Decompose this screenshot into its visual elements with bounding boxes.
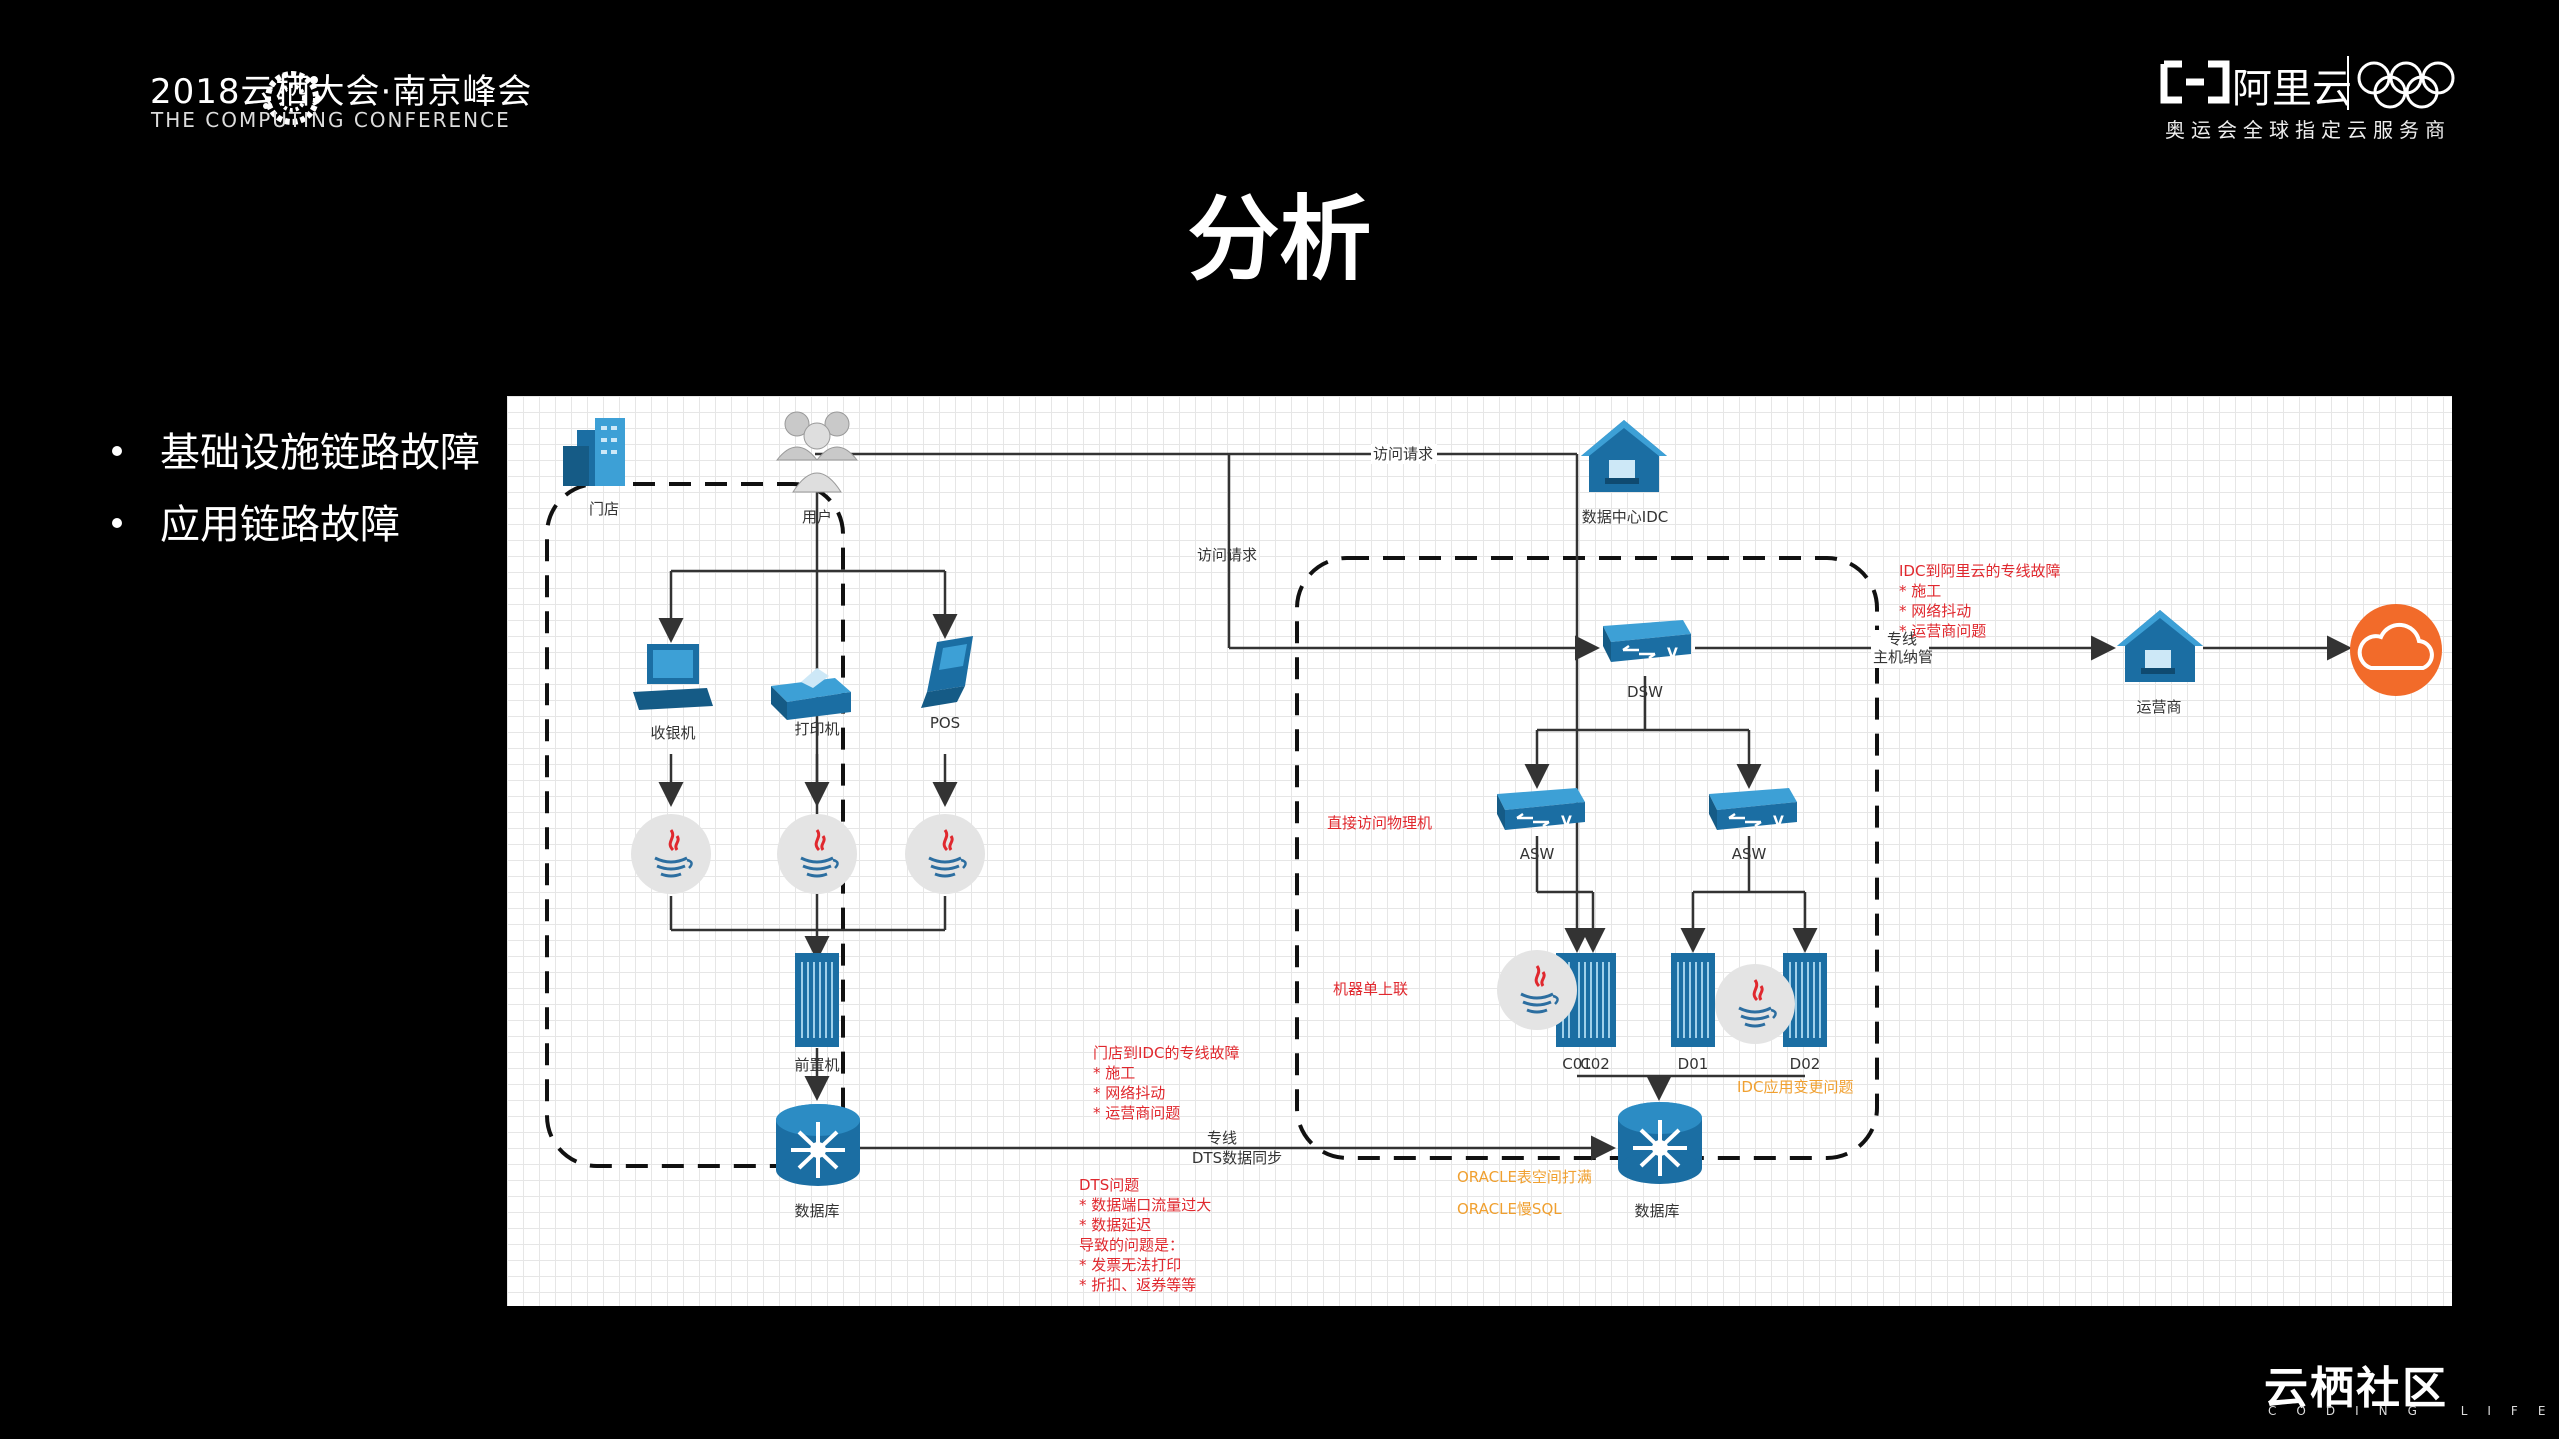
page-title: 分析 (1187, 186, 1372, 293)
aliyun-logo-icon (2160, 60, 2230, 104)
access-request-left-label: 访问请求 (1197, 546, 1257, 564)
dts-issue-item: * 数据延迟 (1079, 1216, 1151, 1234)
store-idc-fault-title: 门店到IDC的专线故障 (1093, 1044, 1239, 1062)
d02-label: D02 (1790, 1055, 1821, 1073)
idc-label: 数据中心IDC (1582, 508, 1668, 526)
c02-server-icon (1571, 952, 1617, 1048)
asw-switch-icon (1495, 786, 1587, 832)
oracle-space-annotation: ORACLE表空间打满 (1457, 1168, 1592, 1186)
front-server-icon (793, 952, 841, 1048)
bullet-text: 应用链路故障 (160, 502, 400, 548)
users-group-icon (775, 411, 859, 493)
printer-label: 打印机 (794, 720, 839, 738)
idc-aliyun-fault-title: IDC到阿里云的专线故障 (1899, 562, 2060, 580)
leased-line-host-label: 专线 (1887, 630, 1917, 648)
building-icon (563, 418, 625, 486)
leased-line-label: 专线 (1207, 1129, 1237, 1147)
c01-label: C01 (1562, 1055, 1592, 1073)
event-subtitle: THE COMPUTING CONFERENCE (151, 108, 511, 132)
cashier-computer-icon (633, 644, 713, 710)
community-logo: 云栖社区 (2264, 1363, 2448, 1414)
pos-terminal-icon (921, 636, 973, 708)
datacenter-house-icon (1581, 420, 1667, 492)
dts-issue-item: * 折扣、返券等等 (1079, 1276, 1196, 1294)
idc-database-icon (1616, 1100, 1704, 1186)
java-app-icon (777, 814, 857, 894)
store-db-label: 数据库 (794, 1202, 839, 1220)
cashier-label: 收银机 (650, 724, 695, 742)
dsw-switch-icon (1601, 618, 1693, 664)
community-subtitle: CODING LIFE (2268, 1404, 2559, 1418)
idc-db-label: 数据库 (1634, 1202, 1679, 1220)
dts-issue-item: * 数据端口流量过大 (1079, 1196, 1211, 1214)
host-management-label: 主机纳管 (1873, 648, 1933, 666)
d01-label: D01 (1678, 1055, 1709, 1073)
olympic-rings-icon (2347, 56, 2455, 110)
idc-aliyun-fault-item: * 网络抖动 (1899, 602, 1971, 620)
sponsor-tagline: 奥运会全球指定云服务商 (2165, 118, 2451, 142)
direct-access-annotation: 直接访问物理机 (1327, 814, 1432, 832)
dts-issue-item: * 发票无法打印 (1079, 1256, 1181, 1274)
java-app-icon (905, 814, 985, 894)
store-idc-fault-item: * 施工 (1093, 1064, 1135, 1082)
dts-issue-item: 导致的问题是： (1079, 1236, 1184, 1254)
cloud-icon (2350, 604, 2442, 696)
dts-sync-label: DTS数据同步 (1192, 1149, 1282, 1167)
c02-label: C02 (1580, 1055, 1610, 1073)
store-idc-fault-item: * 网络抖动 (1093, 1084, 1165, 1102)
asw-left-label: ASW (1520, 845, 1555, 863)
dts-issue-title: DTS问题 (1079, 1176, 1139, 1194)
user-label: 用户 (802, 508, 832, 526)
store-database-icon (774, 1102, 862, 1188)
store-label: 门店 (589, 500, 619, 518)
sponsor-name: 阿里云 (2232, 66, 2352, 112)
carrier-label: 运营商 (2136, 698, 2181, 716)
store-idc-fault-item: * 运营商问题 (1093, 1104, 1180, 1122)
java-app-icon (1497, 950, 1577, 1030)
oracle-slow-annotation: ORACLE慢SQL (1457, 1200, 1562, 1218)
d01-server-icon (1670, 952, 1716, 1048)
idc-aliyun-fault-item: * 运营商问题 (1899, 622, 1986, 640)
architecture-diagram: V (507, 396, 2452, 1306)
java-app-icon (1715, 964, 1795, 1044)
idc-aliyun-fault-item: * 施工 (1899, 582, 1941, 600)
pos-label: POS (930, 714, 960, 732)
idc-app-change-annotation: IDC应用变更问题 (1737, 1078, 1853, 1096)
bullet-text: 基础设施链路故障 (160, 430, 480, 476)
single-uplink-annotation: 机器单上联 (1333, 980, 1408, 998)
yunqi-conference-logo-icon (263, 71, 321, 125)
asw-right-label: ASW (1732, 845, 1767, 863)
carrier-house-icon (2117, 610, 2203, 682)
asw-switch-icon (1707, 786, 1799, 832)
bullet-item: 应用链路故障 (112, 492, 400, 550)
dsw-label: DSW (1627, 683, 1663, 701)
access-request-top-label: 访问请求 (1373, 445, 1433, 463)
bullet-item: 基础设施链路故障 (112, 420, 480, 478)
idc-zone (1295, 556, 1879, 1160)
printer-icon (771, 668, 851, 720)
java-app-icon (631, 814, 711, 894)
event-title: 2018云栖大会·南京峰会 (150, 72, 533, 112)
front-server-label: 前置机 (794, 1056, 839, 1074)
